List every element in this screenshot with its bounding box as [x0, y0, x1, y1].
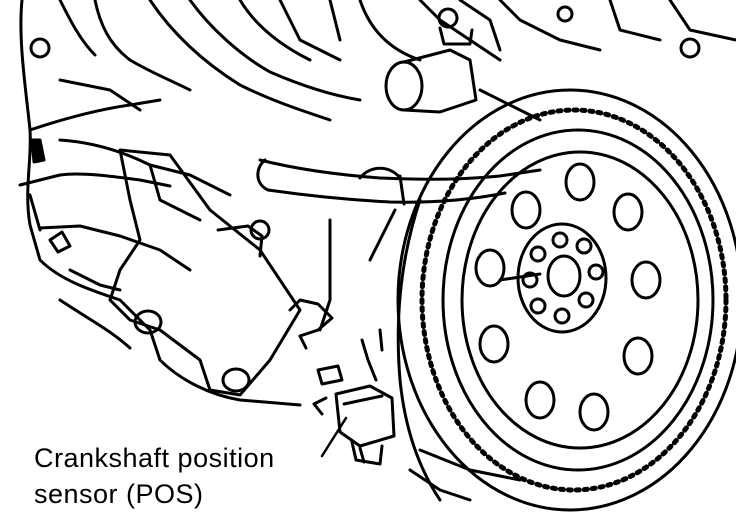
callout-label: Crankshaft position sensor (POS) [34, 440, 334, 512]
callout-line-2: sensor (POS) [34, 479, 204, 509]
callout-line-1: Crankshaft position [34, 443, 275, 473]
coolant-fitting [384, 0, 736, 122]
engine-block [18, 0, 302, 407]
flywheel [396, 88, 736, 512]
mounting-bracket [58, 138, 302, 397]
rear-plate [360, 198, 522, 502]
coolant-pipes [148, 0, 542, 332]
crankshaft-position-sensor [288, 298, 396, 466]
callout-leader-line [320, 416, 348, 458]
